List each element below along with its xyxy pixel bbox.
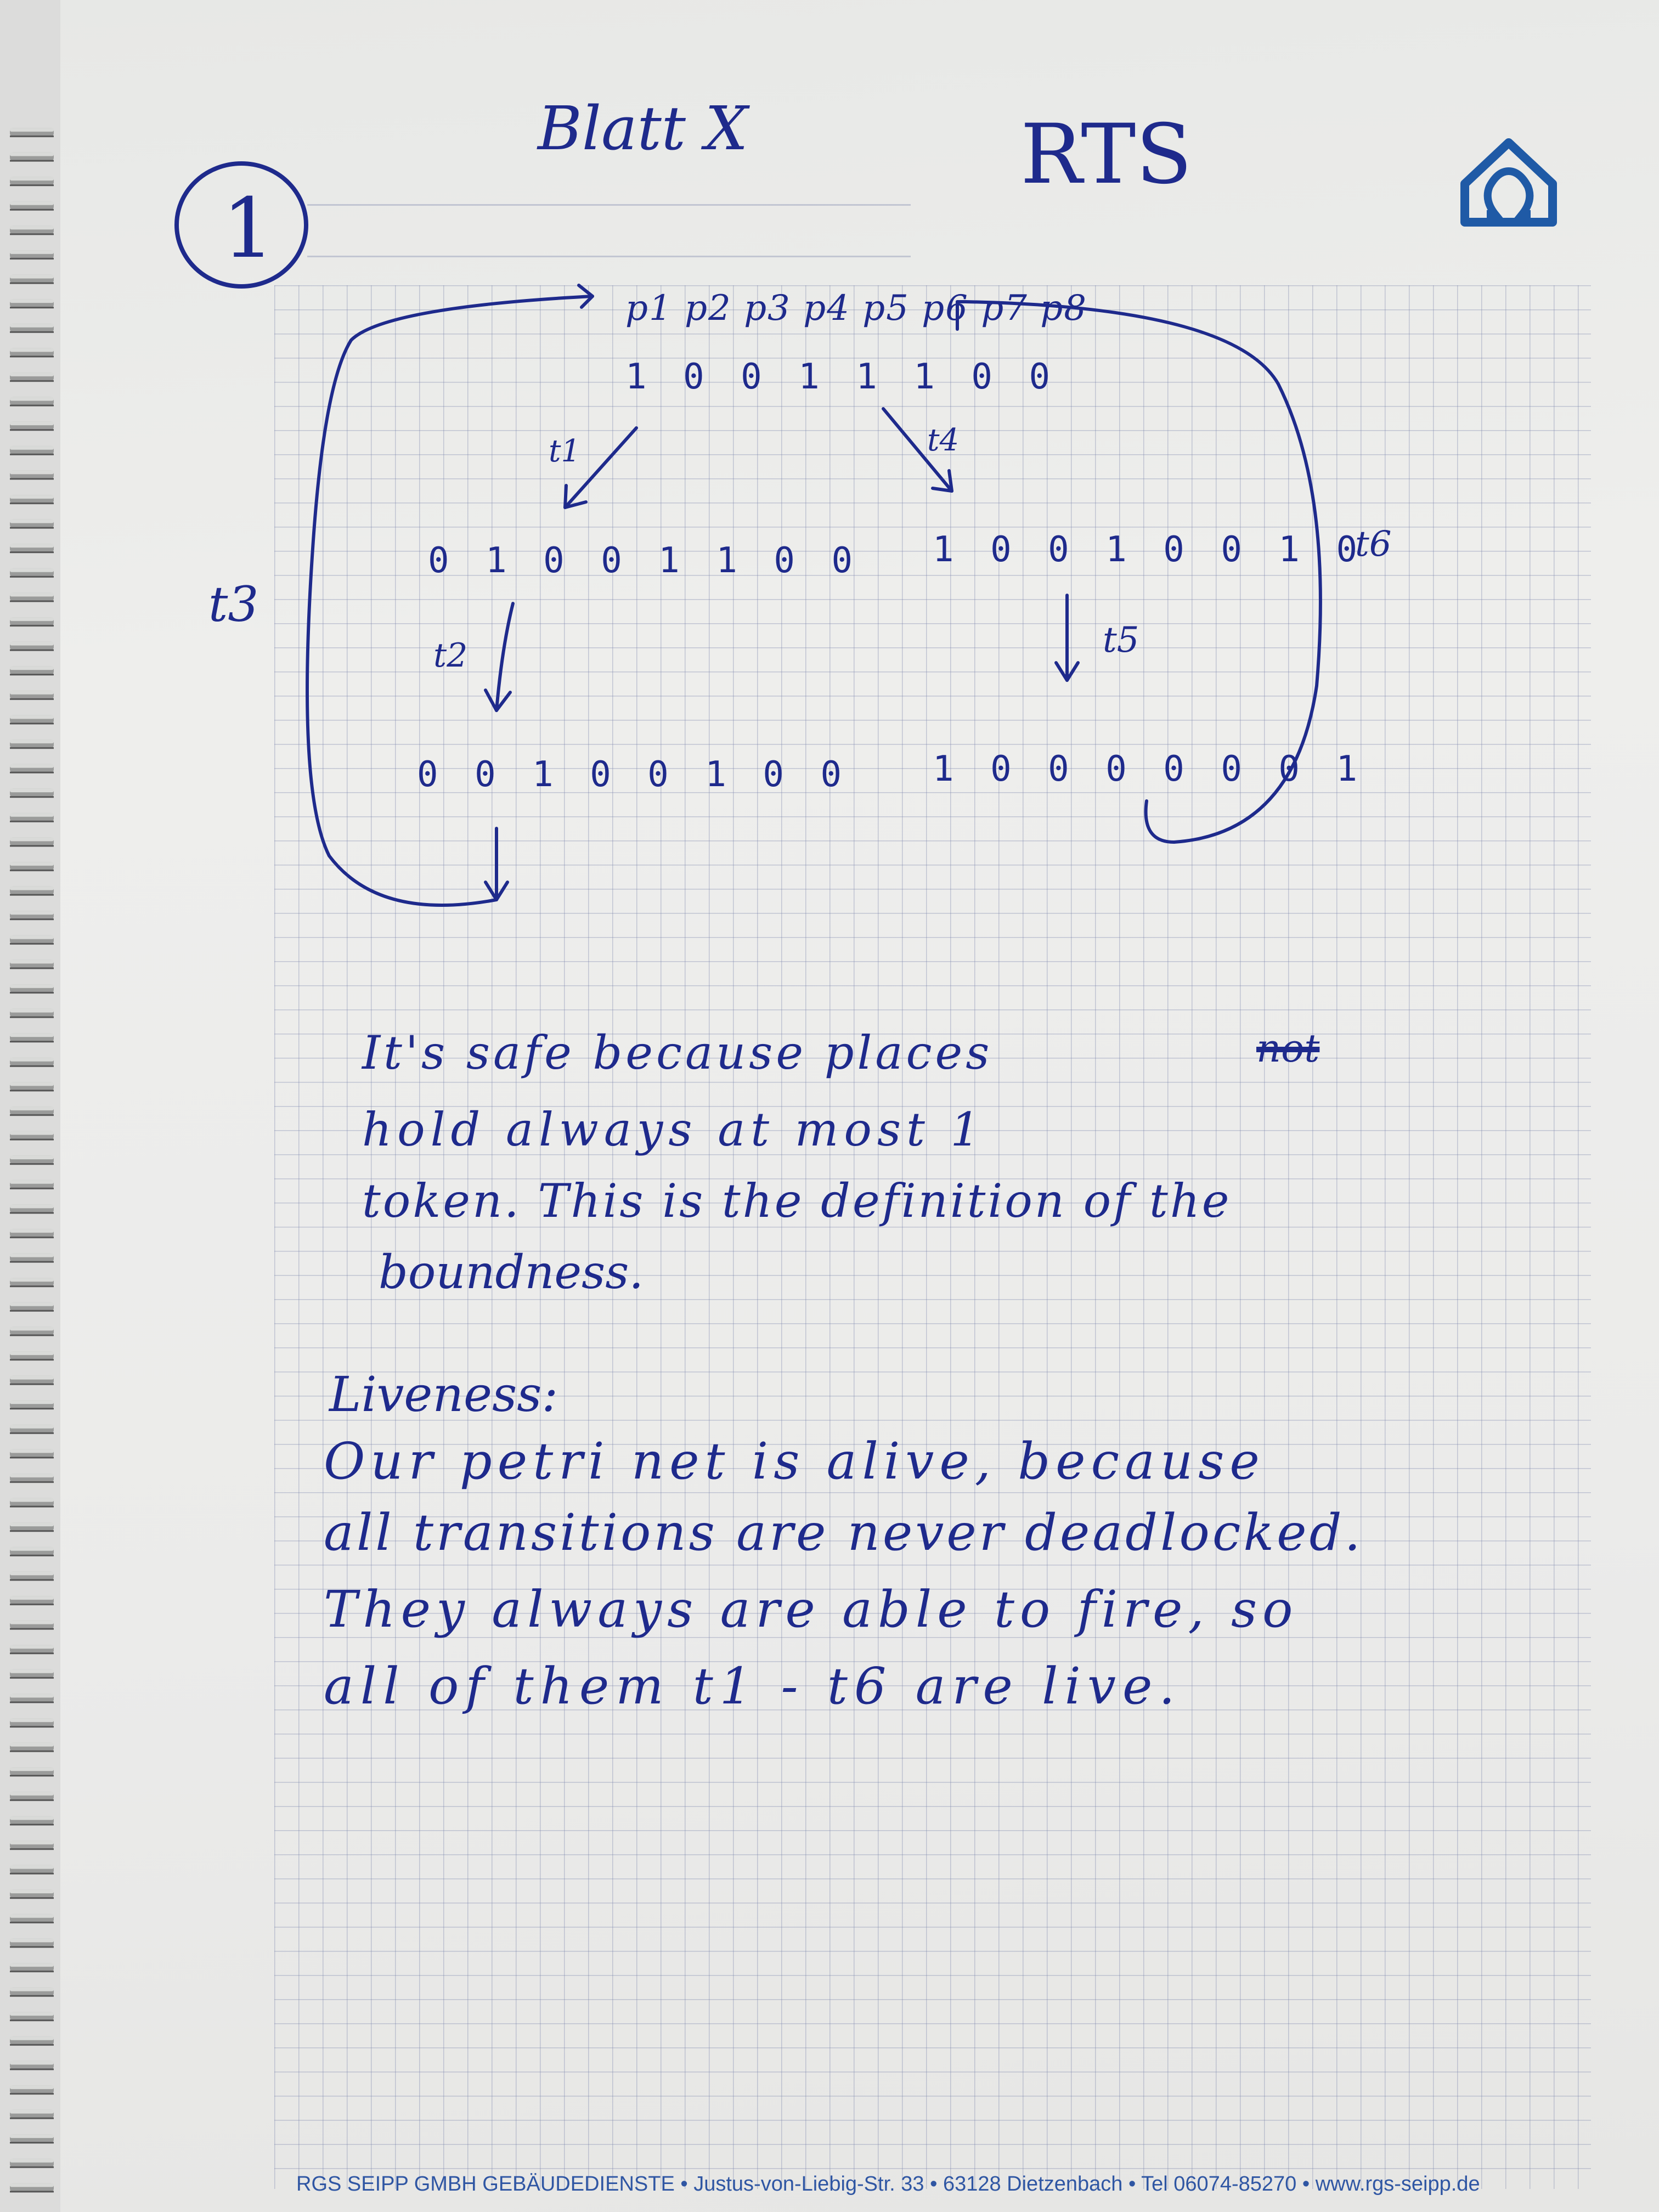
spiral-binding <box>0 0 60 2212</box>
exercise-number-circle <box>174 161 308 289</box>
initial-marking: 1 0 0 1 1 1 0 0 <box>625 357 1058 397</box>
places-header: p1 p2 p3 p4 p5 p6 p7 p8 <box>625 288 1087 329</box>
safeness-line-4: boundness. <box>379 1245 644 1299</box>
header-line-2 <box>307 256 911 257</box>
course-label: RTS <box>1020 107 1193 202</box>
exercise-number: 1 <box>222 181 275 276</box>
grid-paper <box>274 285 1591 2189</box>
arrow-t6 <box>956 300 1322 844</box>
transition-t5-label: t5 <box>1103 620 1139 661</box>
transition-t1-label: t1 <box>549 433 581 469</box>
footer-imprint: RGS SEIPP GMBH GEBÄUDEDIENSTE • Justus-v… <box>296 2172 1480 2196</box>
liveness-line-3: They always are able to fire, so <box>324 1580 1299 1639</box>
liveness-line-1: Our petri net is alive, because <box>324 1432 1265 1491</box>
liveness-line-2: all transitions are never deadlocked. <box>324 1503 1363 1562</box>
arrow-t1 <box>563 426 638 509</box>
marking-after-t1: 0 1 0 0 1 1 0 0 <box>428 540 860 581</box>
arrow-t3 <box>306 295 594 907</box>
transition-t2-label: t2 <box>433 636 468 675</box>
house-omega-logo-icon <box>1460 138 1557 227</box>
marking-after-t5: 1 0 0 0 0 0 0 1 <box>933 749 1365 789</box>
liveness-heading: Liveness: <box>329 1366 558 1423</box>
transition-t4-label: t4 <box>927 422 960 458</box>
marking-after-t4: 1 0 0 1 0 0 1 0 <box>933 529 1365 570</box>
struck-word: not <box>1256 1026 1320 1071</box>
liveness-line-4: all of them t1 - t6 are live. <box>324 1657 1182 1716</box>
transition-t3-label: t3 <box>208 576 259 633</box>
marking-after-t2: 0 0 1 0 0 1 0 0 <box>417 754 849 795</box>
transition-t6-label: t6 <box>1355 524 1392 565</box>
arrow-t2 <box>495 602 515 712</box>
header-line-1 <box>307 204 911 206</box>
safeness-line-1: It's safe because places <box>362 1026 993 1080</box>
arrow-t4 <box>882 407 953 493</box>
safeness-line-3: token. This is the definition of the <box>362 1174 1232 1228</box>
sheet-label: Blatt X <box>538 93 748 163</box>
safeness-line-2: hold always at most 1 <box>362 1103 985 1156</box>
